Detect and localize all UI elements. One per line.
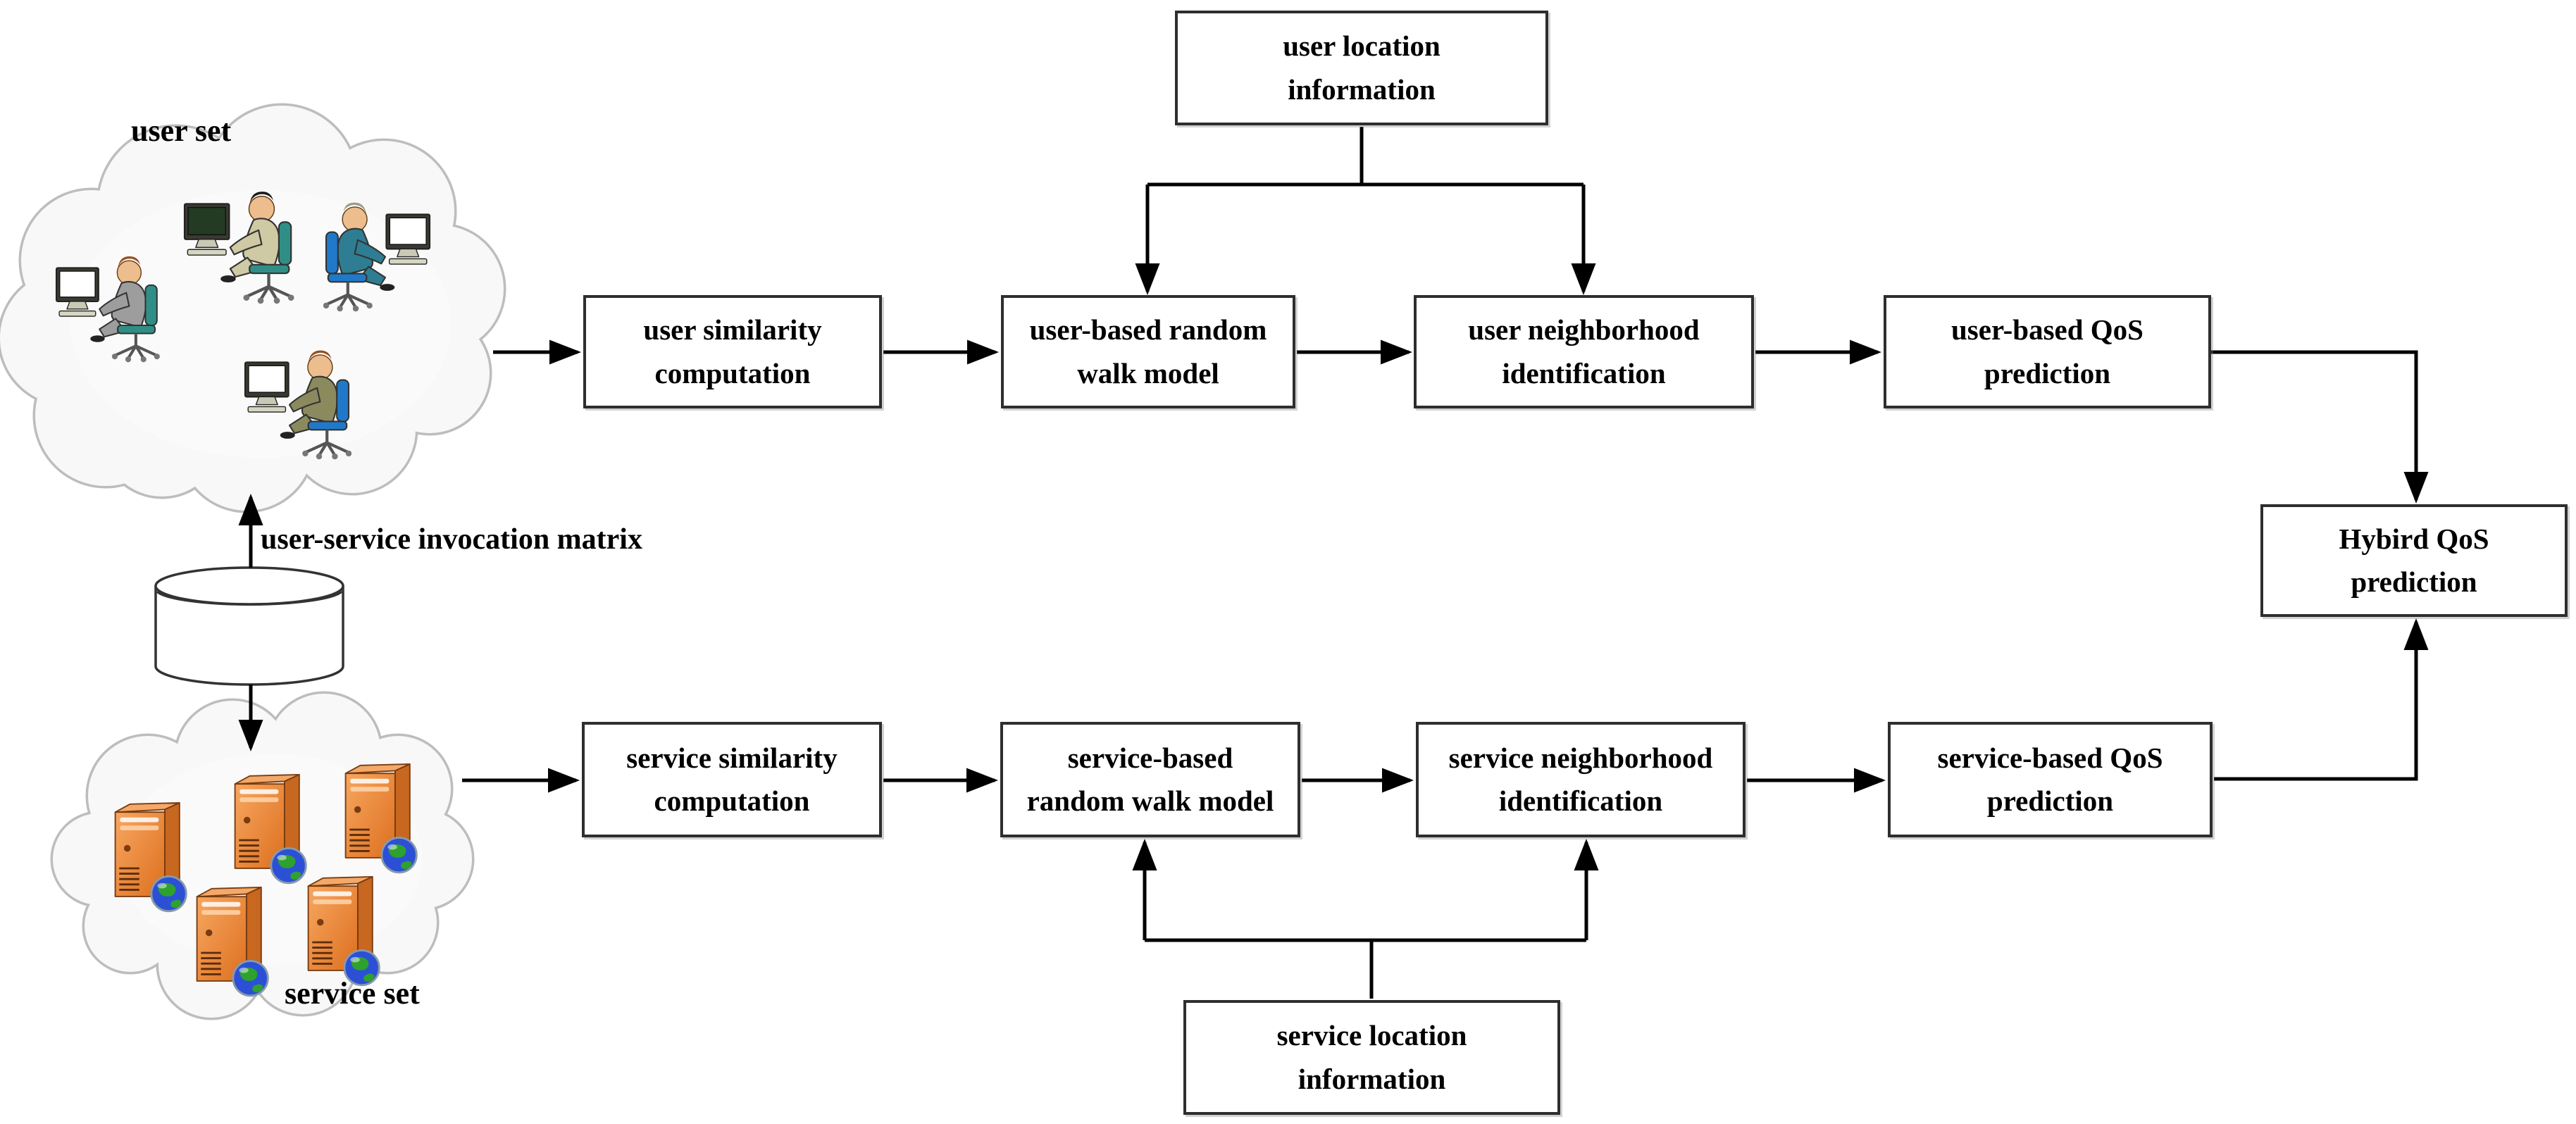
node-user-similarity-computation: user similarity computation bbox=[583, 295, 882, 408]
node-service-neighborhood-identification: service neighborhood identification bbox=[1416, 722, 1746, 837]
arrow-serviceqos-to-hybrid bbox=[2214, 618, 2429, 781]
node-hybrid-qos-prediction: Hybird QoS prediction bbox=[2260, 504, 2568, 617]
invocation-matrix-label: user-service invocation matrix bbox=[261, 523, 642, 556]
server-icon bbox=[234, 773, 307, 885]
node-service-location-information: service location information bbox=[1183, 1000, 1560, 1115]
servicelocation-split-line bbox=[1145, 938, 1586, 999]
node-user-based-qos-prediction: user-based QoS prediction bbox=[1884, 295, 2211, 408]
node-user-based-random-walk-model: user-based random walk model bbox=[1001, 295, 1295, 408]
server-icon bbox=[114, 801, 187, 913]
service-set-label: service set bbox=[285, 976, 420, 1011]
node-user-neighborhood-identification: user neighborhood identification bbox=[1414, 295, 1754, 408]
node-service-similarity-computation: service similarity computation bbox=[582, 722, 882, 837]
user-set-label: user set bbox=[131, 113, 232, 148]
node-service-based-qos-prediction: service-based QoS prediction bbox=[1888, 722, 2213, 837]
flow-arrows bbox=[238, 127, 2429, 999]
server-icon bbox=[196, 886, 269, 997]
node-service-based-random-walk-model: service-based random walk model bbox=[1000, 722, 1300, 837]
database-cylinder-icon bbox=[154, 566, 344, 686]
server-icon bbox=[307, 875, 380, 987]
server-icon bbox=[344, 763, 418, 874]
node-user-location-information: user location information bbox=[1175, 11, 1548, 125]
arrow-userqos-to-hybrid bbox=[2211, 350, 2429, 504]
userlocation-split-line bbox=[1147, 127, 1583, 187]
